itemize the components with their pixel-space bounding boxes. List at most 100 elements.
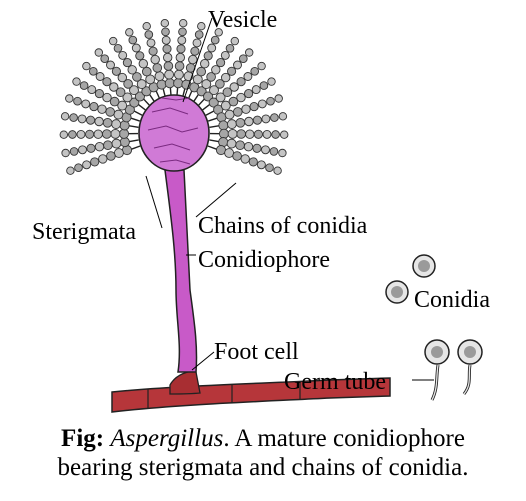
chain-conidium (190, 46, 200, 56)
chain-conidium (85, 129, 95, 139)
chain-conidium (225, 43, 235, 53)
chain-conidium (203, 51, 213, 61)
sterigma (207, 117, 218, 122)
chain-conidium (89, 102, 99, 112)
chain-conidium (146, 38, 156, 48)
chain-conidium (73, 96, 82, 106)
chain-conidium (161, 27, 170, 37)
chain-conidium (261, 145, 270, 155)
chain-conidium (279, 130, 289, 139)
chain-conidium (86, 143, 96, 153)
chain-conidium (241, 104, 251, 114)
foot-cell (169, 370, 201, 395)
chain-conidium (196, 66, 207, 77)
leader-lines (145, 17, 434, 381)
chain-conidium (150, 54, 160, 65)
chain-conidium (94, 142, 105, 152)
sterigma (130, 117, 141, 122)
chain-conidium (68, 130, 77, 139)
sterigma (132, 109, 143, 116)
chain-conidium (136, 79, 147, 90)
chain-conidium (164, 69, 175, 80)
chain-conidium (206, 72, 216, 82)
chain-conidium (81, 99, 91, 109)
chain-conidium (261, 114, 271, 124)
chain-conidium (119, 120, 130, 131)
chain-conidium (278, 112, 288, 121)
chain-conidium (88, 66, 98, 76)
chain-conidium (270, 113, 279, 122)
chain-conidium (216, 58, 226, 68)
label-conidiophore: Conidiophore (198, 247, 330, 273)
chain-conidium (278, 148, 287, 158)
chain-conidium (243, 142, 254, 152)
chain-conidium (94, 116, 104, 127)
chain-conidium (110, 128, 121, 139)
chain-conidium (240, 154, 250, 164)
chain-conidium (72, 77, 81, 86)
chain-conidium (173, 69, 184, 80)
chain-conidium (122, 58, 132, 68)
chain-conidium (95, 72, 105, 81)
chain-conidium (269, 147, 279, 156)
chain-conidium (90, 157, 100, 167)
chain-conidium (236, 77, 246, 87)
chain-conidium (141, 66, 152, 77)
chain-conidium (61, 148, 70, 158)
chain-conidium (192, 38, 202, 48)
chain-conidium (108, 36, 118, 46)
chain-conidium (125, 28, 134, 37)
chain-conidium (211, 65, 221, 75)
chain-conidium (215, 79, 225, 89)
chain-conidium (178, 27, 187, 37)
caption-prefix: Fig: (61, 425, 105, 452)
chain-conidium (79, 81, 89, 90)
chain-conidium (118, 50, 128, 60)
chain-conidium (128, 35, 138, 45)
chain-conidium (235, 140, 245, 151)
chain-conidium (127, 65, 137, 75)
chain-conidium (164, 78, 175, 89)
chain-conidium (138, 59, 148, 69)
chain-conidium (273, 166, 282, 175)
sterigma (128, 125, 139, 128)
chain-conidium (248, 157, 258, 167)
chain-conidium (100, 54, 110, 64)
chain-conidium (236, 129, 247, 139)
chain-conidium (109, 96, 120, 107)
chain-conidium (113, 43, 123, 53)
chain-conidium (271, 130, 280, 139)
conidium (391, 286, 403, 298)
chain-conidium (111, 66, 121, 76)
sterigma (207, 145, 218, 151)
chain-conidium (105, 107, 116, 117)
chain-conidium (163, 52, 173, 63)
chain-conidium (76, 129, 86, 139)
chain-conidium (102, 77, 112, 87)
germ-tube (463, 364, 471, 395)
label-conidia: Conidia (414, 287, 490, 313)
vesicle (138, 94, 210, 172)
chain-conidium (98, 154, 108, 164)
chain-conidium (102, 92, 112, 103)
sterigma (128, 139, 139, 143)
vesicle-texture (147, 97, 199, 165)
chain-conidium (220, 50, 230, 60)
conidia-chains (59, 18, 289, 175)
chain-conidium (207, 43, 217, 53)
chain-conidium (178, 18, 188, 28)
sterigma (209, 125, 220, 128)
chain-conidium (175, 52, 185, 63)
chain-conidium (274, 94, 283, 103)
chain-conidium (208, 97, 219, 108)
conidiophore-stalk (164, 169, 198, 373)
chain-conidium (66, 166, 75, 175)
chain-conidium (218, 128, 230, 139)
chain-conidium (93, 129, 103, 139)
chain-conidium (176, 44, 186, 54)
chain-conidium (210, 35, 220, 45)
label-chains-of-conidia: Chains of conidia (198, 213, 368, 239)
chain-conidium (226, 119, 237, 130)
label-foot-cell: Foot cell (214, 339, 299, 365)
